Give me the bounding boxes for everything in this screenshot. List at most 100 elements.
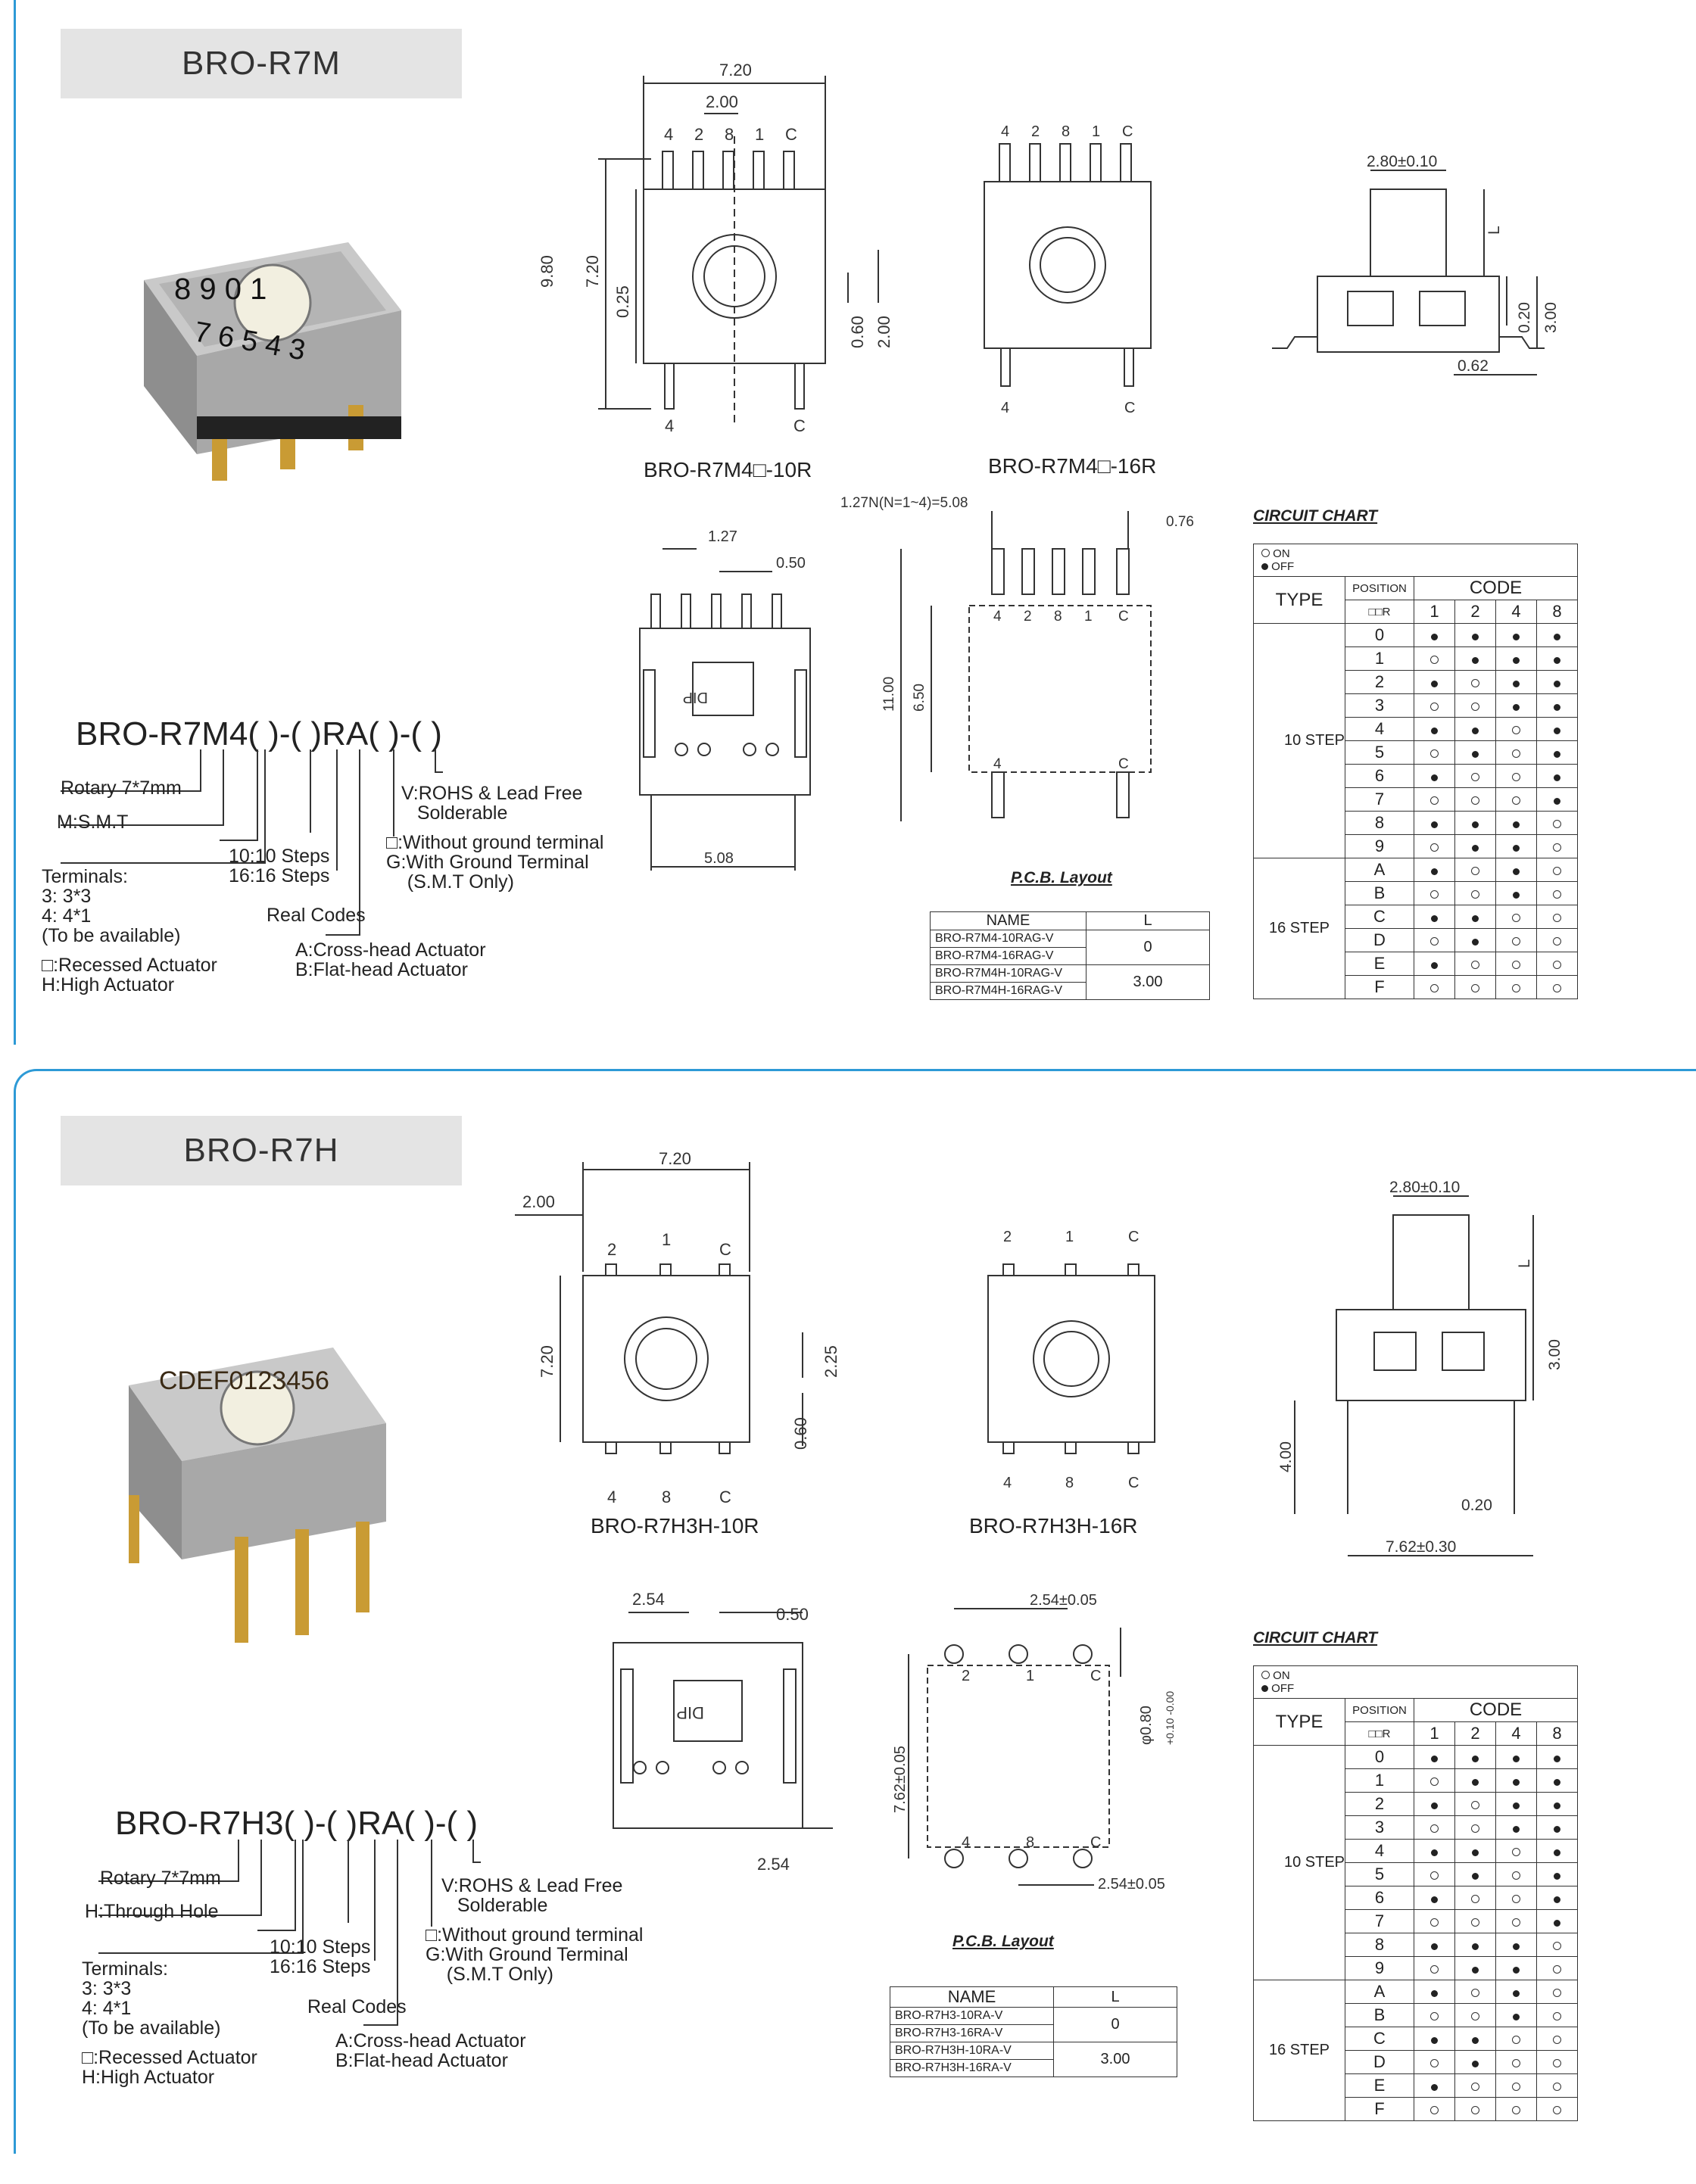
code-cell [1414,1956,1455,1980]
type-header: TYPE [1253,576,1345,624]
drawing-side-view-r7h: 2.80±0.10 L 3.00 4.00 0.20 7.62±0.30 [1277,1179,1564,1556]
code-col-header: 1 [1414,600,1455,624]
off-dot-icon [1472,821,1479,828]
on-dot-icon [1512,2036,1520,2044]
code-cell [1495,1980,1537,2004]
on-dot-icon [1430,937,1439,946]
code-cell [1536,1980,1578,2004]
type-10-step: 10 STEP [1253,623,1345,858]
code-cell [1454,2073,1496,2098]
off-dot-icon [1513,1802,1520,1809]
position-cell: 1 [1345,646,1414,671]
legend-cell: ON OFF [1253,544,1578,577]
dim-9-80: 9.80 [538,255,556,288]
dim-0-60: 0.60 [848,316,867,348]
code-cell [1495,693,1537,718]
pin-label: 8 [725,125,734,144]
off-dot-icon [1513,681,1520,687]
on-dot-icon [1471,1824,1479,1833]
position-cell: 2 [1345,1792,1414,1816]
code-cell [1414,740,1455,765]
pin-label: 2 [1024,609,1032,625]
code-cell [1536,858,1578,882]
off-dot-icon [1554,1896,1560,1903]
position-cell: E [1345,2073,1414,2098]
on-dot-icon [1553,2036,1561,2044]
on-dot-icon [1553,914,1561,922]
position-cell: 3 [1345,1815,1414,1840]
off-dot-icon [1513,634,1520,640]
legend-off: OFF [1271,560,1295,573]
position-sub: □□R [1345,600,1414,624]
code-col-header: 4 [1495,1721,1537,1746]
off-dot-icon [1431,1849,1438,1856]
position-cell: 8 [1345,811,1414,835]
part-code: BRO-R7M4( )-( )RA( )-( ) [76,715,442,752]
on-dot-icon [1430,749,1439,758]
code-cell [1454,2050,1496,2074]
code-cell [1495,2097,1537,2121]
code-cell [1536,2027,1578,2051]
off-dot-icon [1554,1802,1560,1809]
code-cell [1454,811,1496,835]
drawing-top-view-16r: 4 2 8 1 C 4 C [984,123,1152,416]
on-dot-icon [1430,1918,1439,1927]
off-dot-icon [1554,727,1560,734]
off-dot-icon [1472,1779,1479,1786]
on-dot-icon [1471,1918,1479,1927]
code-cell [1495,928,1537,952]
code-cell [1495,1886,1537,1910]
dim-pcb-650: 6.50 [912,684,928,712]
name-cell: BRO-R7M4H-16RAG-V [930,982,1086,1000]
on-dot-icon [1553,961,1561,969]
pin-label: 4 [1001,123,1009,140]
code-cell [1454,905,1496,929]
label-actuator-type: A:Cross-head Actuator B:Flat-head Actuat… [295,939,486,980]
position-sub: □□R [1345,1721,1414,1746]
on-dot-icon [1512,2106,1520,2114]
position-cell: 3 [1345,693,1414,718]
code-cell [1495,1792,1537,1816]
off-dot-icon [1431,915,1438,922]
off-dot-icon [1513,1943,1520,1950]
code-col-header: 8 [1536,600,1578,624]
code-cell [1495,2073,1537,2098]
on-dot-icon [1430,1871,1439,1880]
dim-0-60: 0.60 [791,1417,810,1450]
pin-label: C [1090,1668,1101,1684]
on-dot-icon [1471,961,1479,969]
pin-label: C [1090,1834,1101,1851]
on-dot-icon [1512,773,1520,781]
off-dot-icon [1513,704,1520,711]
position-cell: 8 [1345,1933,1414,1957]
code-cell [1414,1886,1455,1910]
off-dot-icon [1472,727,1479,734]
off-dot-icon [1431,1756,1438,1762]
dim-1-27: 1.27 [708,528,737,545]
position-cell: 6 [1345,1886,1414,1910]
label-ground: □:Without ground terminal G:With Ground … [426,1924,644,1985]
dim-2-00-v: 2.00 [874,316,893,348]
off-dot-icon [1513,657,1520,664]
code-cell [1454,952,1496,976]
off-dot-icon [1261,563,1268,570]
code-cell [1536,881,1578,905]
code-cell [1454,1815,1496,1840]
on-dot-icon [1512,1918,1520,1927]
label-rotary: Rotary 7*7mm [61,777,182,799]
off-dot-icon [1431,1802,1438,1809]
code-cell [1454,858,1496,882]
off-dot-icon [1554,1920,1560,1927]
section-frame-r7h [14,1069,1696,2154]
off-dot-icon [1431,774,1438,781]
label-rotary: Rotary 7*7mm [100,1868,221,1889]
label-terminals: Terminals: 3: 3*3 4: 4*1 (To be availabl… [82,1958,221,2039]
position-cell: D [1345,928,1414,952]
l-value: 3.00 [1053,2042,1177,2077]
off-dot-icon [1513,1967,1520,1974]
code-cell [1454,764,1496,788]
on-dot-icon [1430,1824,1439,1833]
